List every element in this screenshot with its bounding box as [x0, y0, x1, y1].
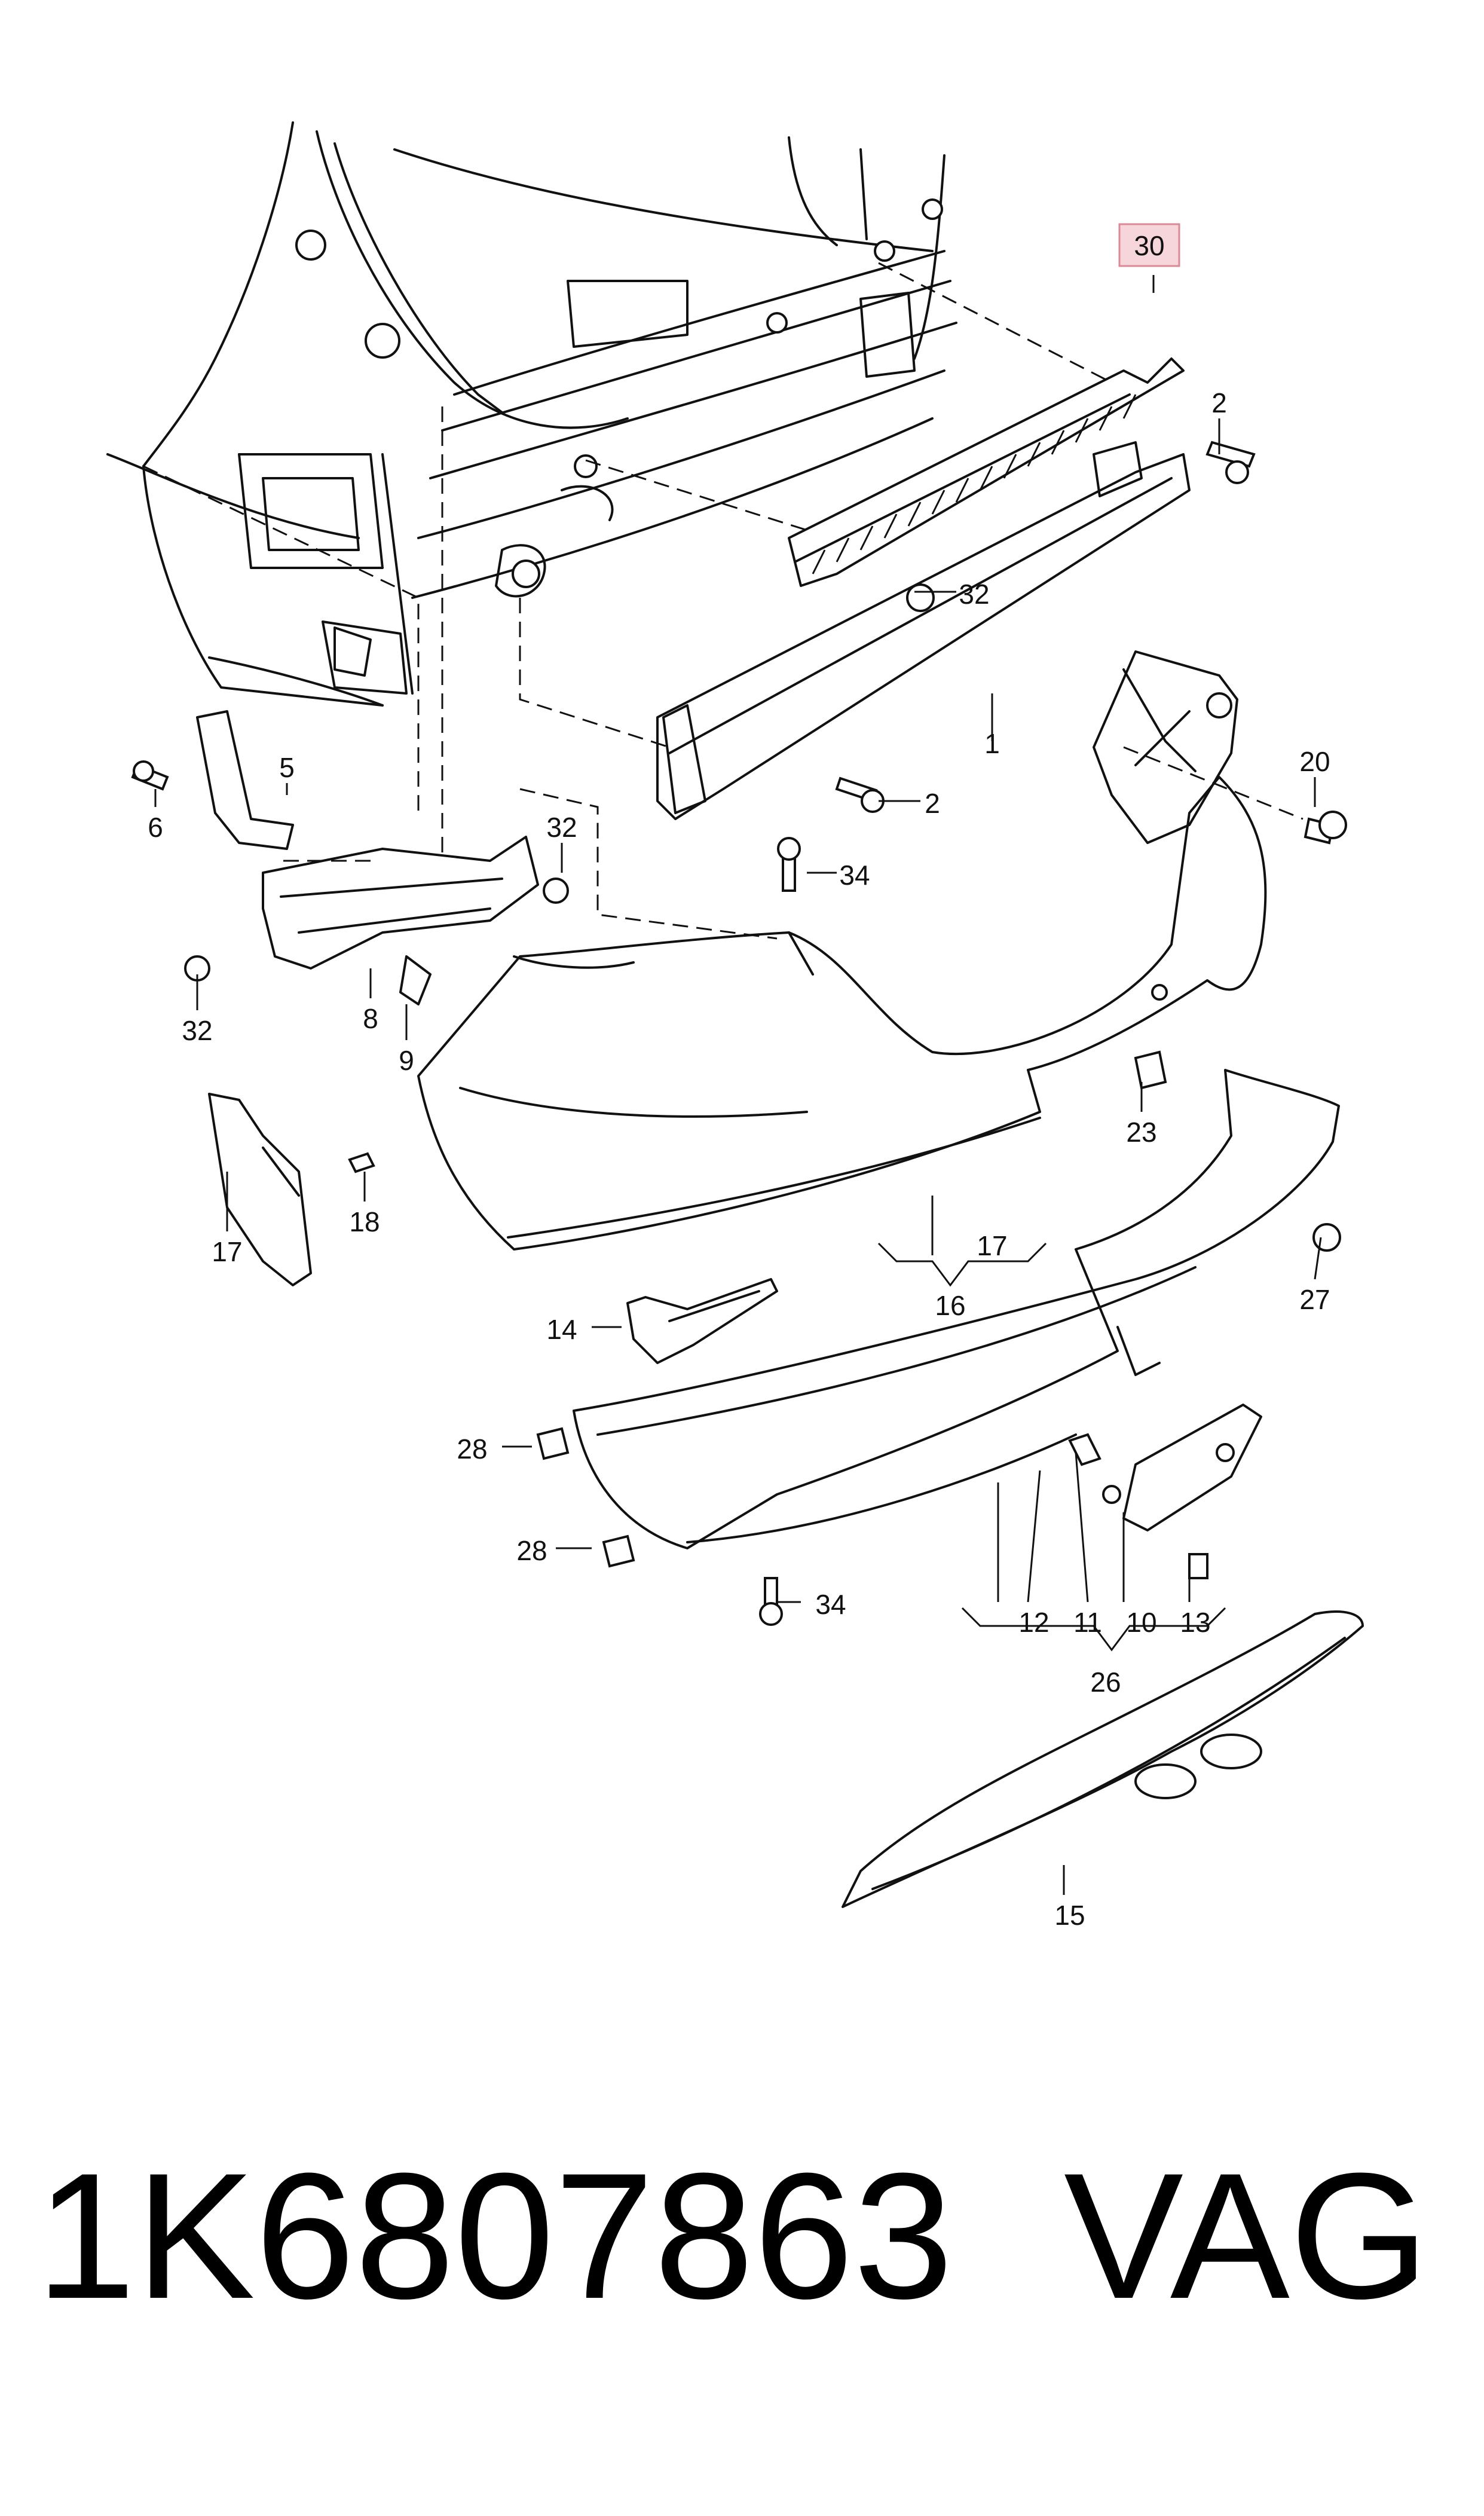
tow-hook-cover — [1122, 1404, 1262, 1531]
label-11: 11 — [1073, 1607, 1102, 1638]
label-9: 9 — [399, 1045, 414, 1076]
label-18: 18 — [349, 1206, 380, 1237]
label-5: 5 — [279, 752, 295, 783]
vehicle-rear-body — [106, 121, 957, 707]
label-32a: 32 — [959, 579, 989, 610]
label-17a: 17 — [212, 1236, 242, 1267]
label-1: 1 — [984, 728, 1000, 759]
label-8: 8 — [363, 1003, 378, 1034]
label-32b: 32 — [546, 812, 577, 843]
side-seal — [208, 1093, 312, 1286]
label-2a: 2 — [1211, 387, 1227, 418]
bumper-guide-bracket — [788, 357, 1185, 587]
label-32c: 32 — [182, 1015, 212, 1046]
mounting-bracket-left — [196, 710, 539, 1005]
label-14: 14 — [546, 1314, 577, 1345]
callout-labels: 30 2 32 1 2 20 5 6 32 34 32 8 9 23 18 17… — [148, 223, 1330, 1931]
label-13: 13 — [1180, 1607, 1210, 1638]
assembly-lines — [143, 262, 1304, 940]
lower-valance — [573, 1069, 1340, 1549]
leader-lines — [154, 275, 1322, 1895]
part-number-caption: 1K6807863 — [36, 2135, 953, 2336]
highlight-box — [1118, 223, 1180, 267]
label-34b: 34 — [815, 1589, 846, 1620]
brand-caption: VAG — [1064, 2135, 1430, 2336]
label-34a: 34 — [839, 860, 870, 891]
bumper-cover — [417, 776, 1267, 1251]
label-28b: 28 — [516, 1535, 547, 1566]
label-16: 16 — [935, 1290, 965, 1321]
label-23: 23 — [1126, 1117, 1156, 1148]
fasteners — [131, 441, 1347, 1626]
label-10: 10 — [1126, 1607, 1156, 1638]
label-17b: 17 — [977, 1230, 1007, 1261]
label-28a: 28 — [457, 1433, 487, 1465]
label-30-highlighted: 30 — [1134, 230, 1164, 261]
diffuser-trim — [842, 1610, 1364, 1908]
label-20: 20 — [1299, 746, 1330, 777]
label-15: 15 — [1054, 1900, 1085, 1931]
label-26: 26 — [1090, 1667, 1121, 1698]
label-2b: 2 — [925, 788, 940, 819]
bumper-impact-bar — [656, 441, 1191, 820]
reflector-bracket — [626, 1278, 778, 1364]
label-6: 6 — [148, 812, 163, 843]
side-mount-bracket — [1093, 650, 1238, 844]
label-27: 27 — [1299, 1284, 1330, 1315]
label-12: 12 — [1018, 1607, 1049, 1638]
